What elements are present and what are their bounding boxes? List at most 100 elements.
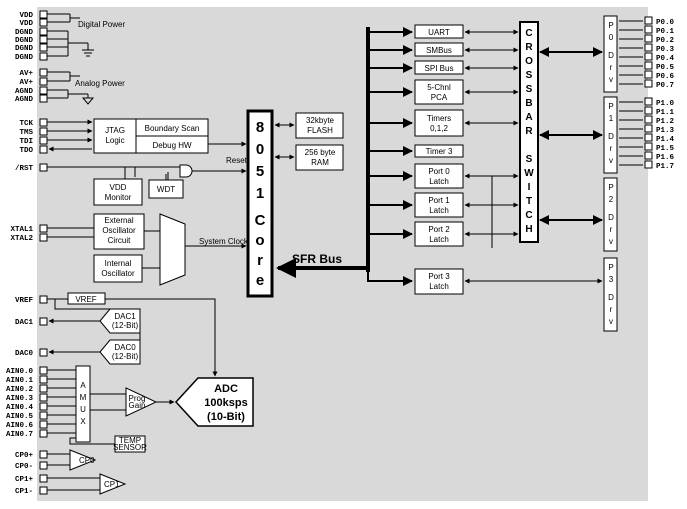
timers-label-2: 0,1,2	[430, 124, 448, 133]
temp-sensor-label-1: TEMP	[119, 436, 141, 445]
p1-drv-char-4: r	[610, 144, 613, 153]
p3-drv-char-4: r	[610, 305, 613, 314]
dac1-label-1: DAC1	[114, 312, 136, 321]
pin-av-2: AV+	[19, 79, 33, 87]
crossbar-group: C R O S S B A R S W I T C H	[519, 21, 603, 243]
clock-mux	[159, 213, 186, 286]
peripheral-group: UART SMBus SPI Bus 5-Chnl PCA Timers 0,1…	[414, 24, 603, 295]
crossbar-char-5: S	[526, 84, 533, 95]
pin-p0-1: P0.1	[656, 28, 675, 36]
port-driver-group: P 0 D r v P 1 D r v P 2 D r v P 3 D r v	[603, 15, 618, 332]
internal-oscillator-box	[93, 254, 143, 283]
pin-dgnd-1: DGND	[15, 29, 34, 37]
digital-power-group: VDD VDD DGND DGND DGND DGND Digital Powe…	[15, 10, 125, 62]
crossbar-char-8: R	[525, 126, 533, 137]
core-char-6: o	[255, 232, 264, 249]
int-osc-label-2: Oscillator	[101, 269, 135, 278]
crossbar-char-13: T	[526, 196, 532, 207]
core-char-3: 5	[256, 163, 264, 180]
dac0-shape	[99, 339, 141, 365]
pin-vdd-1: VDD	[19, 12, 33, 20]
crossbar-char-12: I	[528, 182, 531, 193]
dac0-label-2: (12-Bit)	[112, 352, 139, 361]
oscillator-group: XTAL1 XTAL2 External Oscillator Circuit …	[10, 213, 249, 286]
prog-gain-label-2: Gain	[129, 401, 146, 410]
p0-drv-char-5: v	[609, 75, 613, 84]
p0-drv-char-3: D	[608, 51, 614, 60]
digital-power-label: Digital Power	[78, 20, 125, 29]
jtag-logic-label-1: JTAG	[105, 126, 125, 135]
p3-latch-label-1: Port 3	[428, 272, 450, 281]
amux-char-1: A	[80, 381, 86, 390]
reset-group: /RST Reset VDD Monitor WDT	[15, 156, 248, 206]
pin-ain0-1: AIN0.1	[6, 377, 34, 385]
p2-drv-char-1: P	[608, 183, 613, 192]
pin-cp0-plus: CP0+	[15, 452, 34, 460]
analog-power-group: AV+ AV+ AGND AGND Analog Power	[15, 68, 125, 105]
analog-power-label: Analog Power	[75, 79, 125, 88]
pin-p1-0: P1.0	[656, 100, 675, 108]
ext-osc-label-2: Oscillator	[102, 226, 136, 235]
p1-drv-char-5: v	[609, 156, 613, 165]
pin-cp1-plus: CP1+	[15, 476, 34, 484]
pin-ain0-5: AIN0.5	[6, 413, 34, 421]
crossbar-char-7: A	[525, 112, 532, 123]
pin-p1-2: P1.2	[656, 118, 675, 126]
cp0-comparator	[69, 449, 97, 471]
timer3-label: Timer 3	[426, 147, 453, 156]
prog-gain-amp	[125, 387, 158, 417]
pin-av-1: AV+	[19, 70, 33, 78]
p1-latch-label-1: Port 1	[428, 196, 450, 205]
reset-label: Reset	[226, 156, 248, 165]
crossbar-char-11: W	[524, 168, 534, 179]
pin-cp0-minus: CP0-	[15, 463, 33, 471]
cp1-comparator	[99, 473, 127, 495]
pin-ain0-6: AIN0.6	[6, 422, 34, 430]
pin-agnd-1: AGND	[15, 88, 34, 96]
timers-label-1: Timers	[427, 114, 451, 123]
p0-drv-box	[603, 15, 618, 93]
cp1-label: CP1	[104, 480, 120, 489]
pin-ain0-2: AIN0.2	[6, 386, 34, 394]
p3-drv-char-5: v	[609, 317, 613, 326]
p1-drv-box	[603, 96, 618, 174]
pin-p0-0: P0.0	[656, 19, 675, 27]
crossbar-char-2: R	[525, 42, 533, 53]
pin-dgnd-2: DGND	[15, 37, 34, 45]
amux-char-3: U	[80, 405, 86, 414]
ram-label-2: RAM	[311, 158, 329, 167]
external-oscillator-box	[93, 213, 145, 250]
dac1-label-2: (12-Bit)	[112, 321, 139, 330]
uart-label: UART	[428, 28, 450, 37]
ram-label-1: 256 byte	[305, 148, 336, 157]
pin-tms: TMS	[19, 129, 33, 137]
crossbar-char-3: O	[525, 56, 533, 67]
core-char-1: 8	[256, 119, 264, 136]
wdt-label: WDT	[157, 185, 175, 194]
pin-p0-6: P0.6	[656, 73, 675, 81]
pin-p1-5: P1.5	[656, 145, 675, 153]
sfr-bus-group: SFR Bus	[276, 27, 413, 286]
p2-latch-label-1: Port 2	[428, 225, 450, 234]
p2-drv-char-4: r	[610, 225, 613, 234]
pin-p1-1: P1.1	[656, 109, 675, 117]
core-char-4: 1	[256, 185, 264, 202]
pin-vdd-2: VDD	[19, 20, 33, 28]
pin-agnd-2: AGND	[15, 96, 34, 104]
core-char-8: e	[256, 272, 264, 289]
dac1-shape	[99, 308, 141, 334]
core-char-2: 0	[256, 141, 264, 158]
temp-sensor-label-2: SENSOR	[113, 443, 147, 452]
vdd-monitor-label-2: Monitor	[105, 193, 132, 202]
p0-drv-char-1: P	[608, 21, 613, 30]
pin-p1-6: P1.6	[656, 154, 675, 162]
jtag-group: TCK TMS TDI TDO JTAG Logic Boundary Scan…	[19, 118, 247, 155]
int-osc-label-1: Internal	[105, 259, 132, 268]
pin-ain0-3: AIN0.3	[6, 395, 34, 403]
pin-cp1-minus: CP1-	[15, 488, 33, 496]
pca-label-1: 5-Chnl	[427, 83, 451, 92]
ext-osc-label-1: External	[104, 216, 134, 225]
pin-ain0-7: AIN0.7	[6, 431, 33, 439]
pin-p0-3: P0.3	[656, 46, 675, 54]
pin-dgnd-3: DGND	[15, 45, 34, 53]
